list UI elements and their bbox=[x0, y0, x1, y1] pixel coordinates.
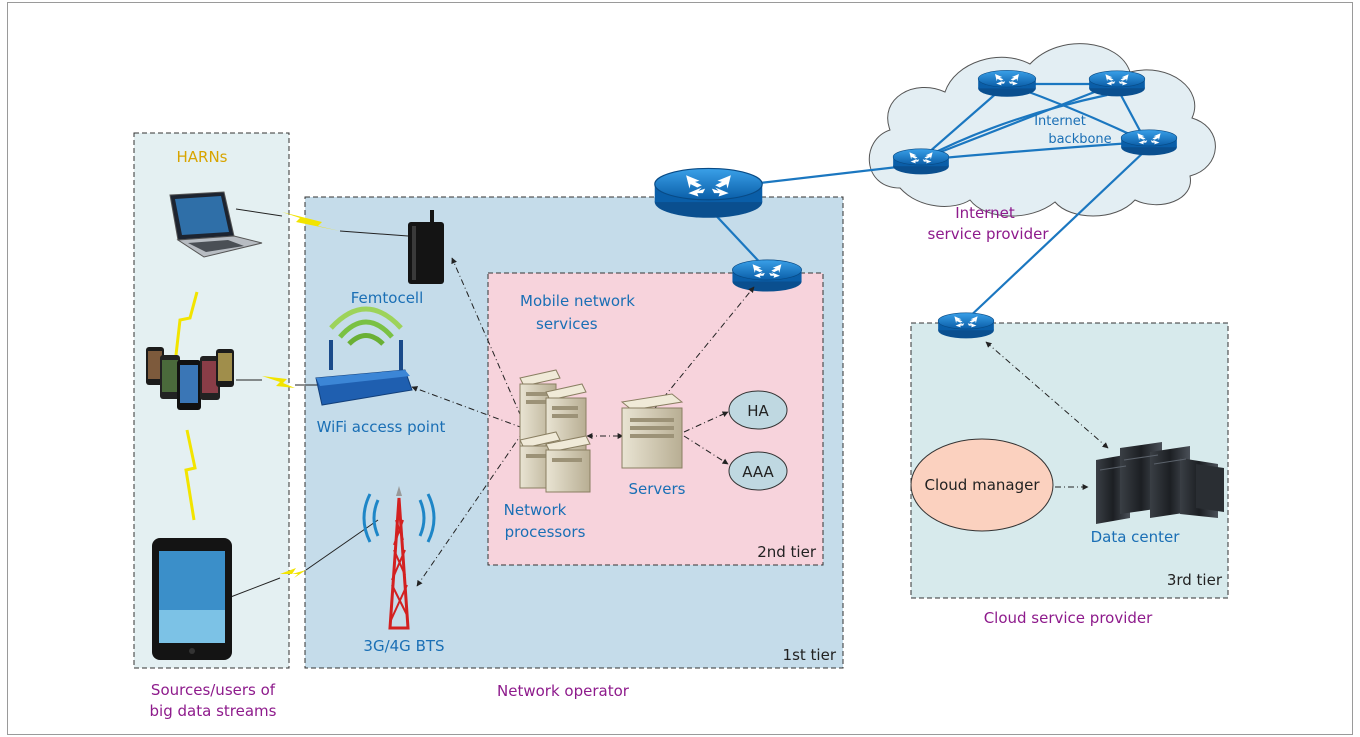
cloud-manager-node bbox=[910, 438, 1054, 532]
network-processors-icon bbox=[519, 369, 591, 493]
aaa-label: AAA bbox=[742, 463, 774, 481]
data-center-label: Data center bbox=[1091, 528, 1181, 546]
backbone-label-line1: Internet bbox=[1034, 114, 1086, 129]
tier1-label: 1st tier bbox=[783, 646, 837, 664]
backbone-router-3-icon bbox=[892, 148, 950, 175]
network-operator-label: Network operator bbox=[497, 682, 630, 700]
backbone-label-line2: backbone bbox=[1048, 132, 1111, 147]
mobile-services-label-line2: services bbox=[536, 315, 598, 333]
wifi-access-point-icon bbox=[315, 306, 413, 406]
core-router-icon bbox=[654, 167, 763, 219]
sources-label-line1: Sources/users of bbox=[151, 681, 276, 699]
cloud-edge-router-icon bbox=[937, 312, 995, 339]
wifi-label: WiFi access point bbox=[317, 418, 446, 436]
ha-label: HA bbox=[747, 402, 769, 420]
tier3-label: 3rd tier bbox=[1167, 571, 1223, 589]
femtocell-icon bbox=[408, 210, 444, 284]
servers-icon bbox=[620, 393, 684, 469]
mobile-services-label-line1: Mobile network bbox=[520, 292, 635, 310]
harns-label: HARNs bbox=[177, 148, 228, 166]
backbone-router-4-icon bbox=[1120, 129, 1178, 156]
network-processors-label-line2: processors bbox=[505, 523, 586, 541]
wireless-bolts bbox=[262, 212, 340, 578]
wireless-links bbox=[174, 291, 199, 521]
tier2-label: 2nd tier bbox=[757, 543, 817, 561]
tablet-icon bbox=[152, 538, 232, 660]
control-links bbox=[411, 257, 1109, 587]
cloud-manager-label: Cloud manager bbox=[924, 476, 1040, 494]
femtocell-label: Femtocell bbox=[351, 289, 424, 307]
sources-label-line2: big data streams bbox=[150, 702, 277, 720]
isp-label-line1: Internet bbox=[955, 204, 1015, 222]
backbone-router-1-icon bbox=[977, 70, 1037, 98]
cloud-provider-label: Cloud service provider bbox=[984, 609, 1153, 627]
data-center-icon bbox=[1096, 442, 1224, 524]
internet-cloud bbox=[868, 43, 1216, 217]
ha-node bbox=[728, 390, 788, 430]
network-processors-label-line1: Network bbox=[504, 501, 567, 519]
aaa-node bbox=[728, 451, 788, 491]
mobile-services-router-icon bbox=[732, 259, 802, 292]
bts-tower-icon bbox=[362, 486, 436, 630]
figure-frame bbox=[7, 2, 1353, 735]
bts-label: 3G/4G BTS bbox=[363, 637, 444, 655]
servers-label: Servers bbox=[628, 480, 685, 498]
isp-label-line2: service provider bbox=[928, 225, 1050, 243]
smartphones-icon bbox=[146, 347, 234, 410]
backbone-router-2-icon bbox=[1088, 70, 1146, 97]
laptop-icon bbox=[169, 191, 263, 258]
